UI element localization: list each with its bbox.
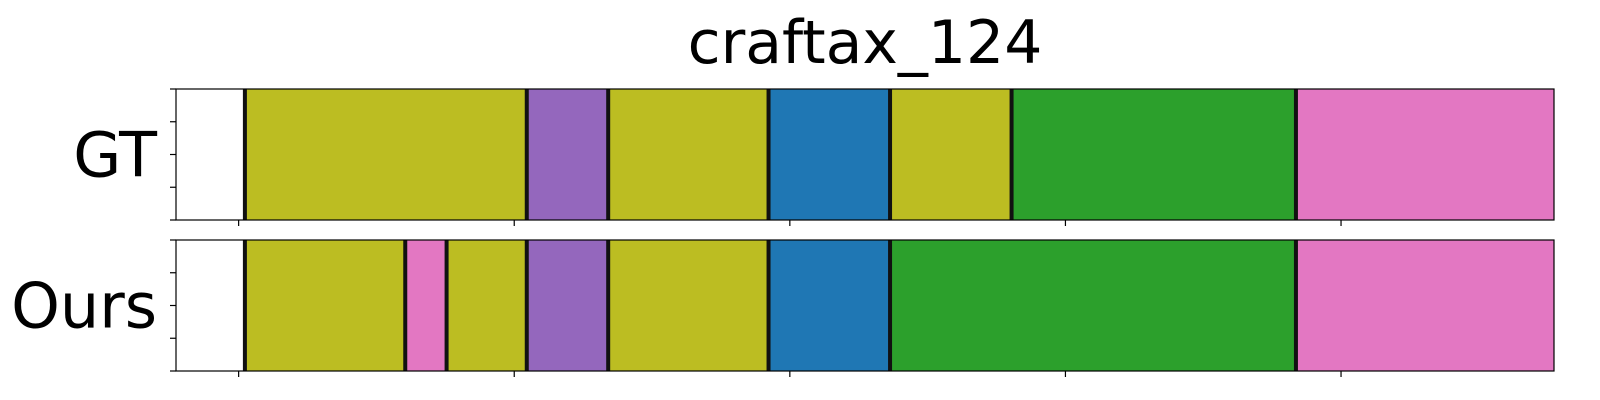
segment-1-7 xyxy=(1295,240,1554,371)
segment-0-1 xyxy=(526,89,609,220)
segment-0-6 xyxy=(1295,89,1554,220)
segment-1-2 xyxy=(446,240,527,371)
segment-0-0 xyxy=(244,89,527,220)
row-label-1: Ours xyxy=(11,270,157,343)
segment-1-1 xyxy=(405,240,447,371)
segment-1-3 xyxy=(526,240,609,371)
segment-0-2 xyxy=(608,89,769,220)
timeline-row-1: Ours xyxy=(11,239,1555,377)
segment-0-4 xyxy=(890,89,1012,220)
segment-1-4 xyxy=(608,240,769,371)
segment-0-5 xyxy=(1011,89,1296,220)
segment-1-0 xyxy=(244,240,406,371)
row-label-0: GT xyxy=(73,119,158,192)
segment-0-3 xyxy=(768,89,891,220)
segment-1-6 xyxy=(890,240,1296,371)
segment-1-5 xyxy=(768,240,891,371)
rows-layer: GT Ours xyxy=(11,88,1555,377)
chart-title: craftax_124 xyxy=(688,8,1043,78)
timeline-row-0: GT xyxy=(73,88,1555,226)
